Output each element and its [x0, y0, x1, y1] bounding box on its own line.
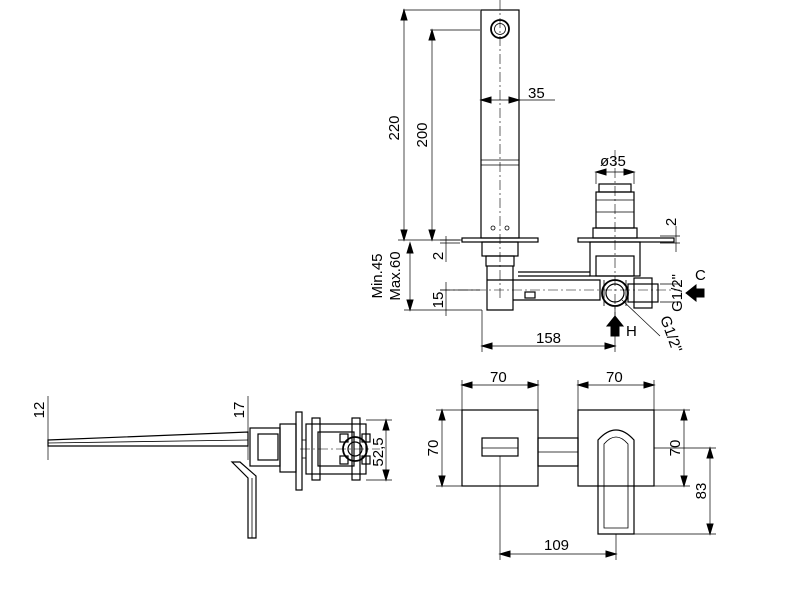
- dim-min45: Min.45: [369, 253, 386, 298]
- wall-plate-side: [295, 411, 303, 491]
- hot-arrow-icon: [605, 315, 625, 337]
- dim-12: 12: [31, 402, 48, 419]
- dim-70-top-left: 70: [490, 369, 507, 386]
- label-h: H: [626, 323, 637, 340]
- mixer-plate: [577, 237, 675, 243]
- spout-front: [481, 437, 519, 457]
- dim-2-left: 2: [430, 252, 447, 260]
- dim-52-5: 52,5: [370, 437, 387, 466]
- dim-70-left: 70: [425, 440, 442, 457]
- dim-158: 158: [536, 330, 561, 347]
- dim-220: 220: [386, 115, 403, 140]
- dim-g12-right: G1/2": [669, 274, 686, 312]
- dim-dia35: ø35: [600, 153, 626, 170]
- handle-front: [597, 429, 635, 535]
- front-view: 70 70 70 70 83 109: [425, 369, 716, 560]
- dim-17: 17: [231, 402, 248, 419]
- spout-side: [47, 431, 249, 447]
- dim-15: 15: [430, 292, 447, 309]
- dim-max60: Max.60: [387, 251, 404, 300]
- dim-2-right: 2: [663, 218, 680, 226]
- dim-g12-diag: G1/2": [656, 314, 685, 355]
- dim-70-top-right: 70: [606, 369, 623, 386]
- side-view: 12 17 52,5: [31, 396, 392, 539]
- label-c: C: [695, 267, 706, 284]
- dim-109: 109: [544, 537, 569, 554]
- handle-side: [230, 461, 257, 539]
- dim-35: 35: [528, 85, 545, 102]
- cold-arrow-icon: [685, 283, 705, 303]
- dim-83: 83: [693, 483, 710, 500]
- mixer-plate-front: [577, 409, 655, 487]
- elevation-view: 220 200 35 ø35 2 2 Min.45: [369, 0, 706, 355]
- dim-200: 200: [414, 122, 431, 147]
